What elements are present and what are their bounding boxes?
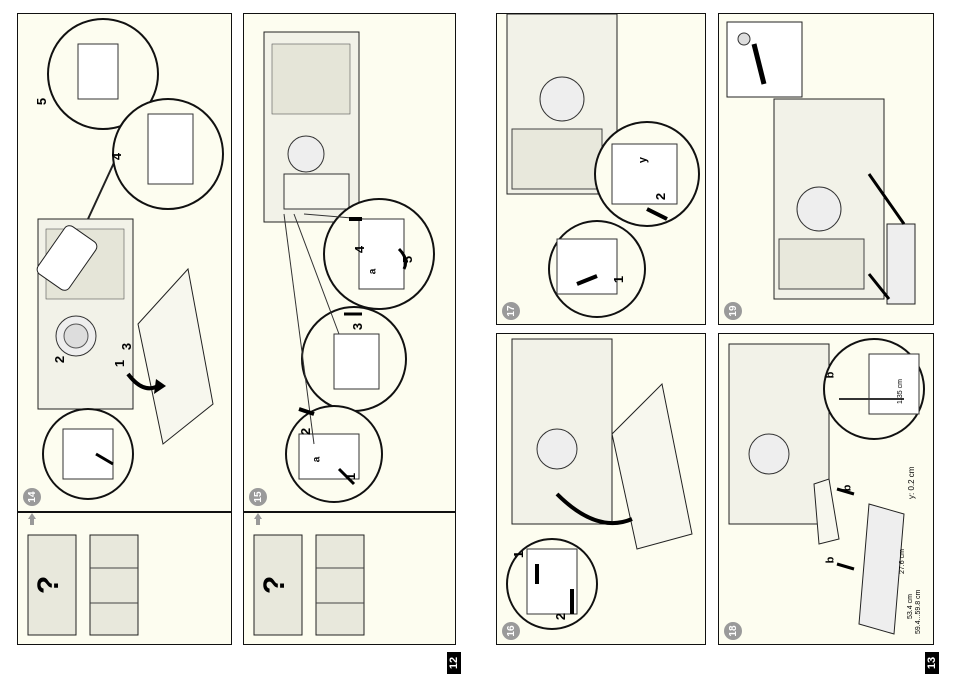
step-15-label-3: 3: [350, 322, 366, 331]
step-18-number: 18: [724, 622, 742, 640]
dimension-59-4-59-8cm: 59.4...59.8 cm: [915, 589, 922, 634]
dimension-27-6cm: 27.6 cm: [899, 549, 906, 574]
step-17-label-2: 2: [653, 192, 669, 201]
step-16-number: 16: [502, 622, 520, 640]
step-17-label-y: y: [637, 156, 650, 164]
dimension-53-4cm: 53.4 cm: [907, 594, 914, 619]
step-19-number: 19: [724, 302, 742, 320]
step-17-number: 17: [502, 302, 520, 320]
step-15-label-a-bottom: a: [311, 456, 323, 463]
side-note-panel-12b: ?: [243, 512, 456, 645]
page-number-12: 12: [447, 652, 461, 674]
step-16-illustration: [506, 338, 693, 630]
step-14-label-1: 1: [112, 359, 128, 368]
step-18-label-b-top: b: [824, 371, 837, 379]
step-17-label-1: 1: [611, 275, 627, 284]
step-15-label-2: 2: [298, 427, 314, 436]
step-19-illustration: [726, 21, 916, 305]
step-18-illustration: [728, 338, 925, 635]
step-16-label-2: 2: [553, 612, 569, 621]
step-15-illustration: [263, 31, 435, 503]
dimension-y-0-2cm: y: 0.2 cm: [907, 466, 916, 499]
step-14-number: 14: [23, 488, 41, 506]
step-17-panel: y 2 1 17: [496, 13, 706, 325]
step-18-label-b-bottom: b: [824, 556, 837, 564]
step-14-label-5: 5: [34, 97, 50, 106]
page-number-13: 13: [925, 652, 939, 674]
side-note-panel-12: ?: [17, 512, 232, 645]
step-18-panel: b b b 1.35 cm y: 0.2 cm 27.6 cm 53.4 cm …: [718, 333, 934, 645]
step-14-label-2: 2: [52, 355, 68, 364]
step-14-illustration: [36, 18, 224, 500]
step-15-label-1: 1: [343, 472, 359, 481]
step-16-panel: 1 2 16: [496, 333, 706, 645]
step-18-label-b-middle: b: [841, 484, 854, 492]
step-15-panel: 4 5 3 2 1 a a 15: [243, 13, 456, 512]
side-note-illustration-12: [27, 513, 139, 636]
step-14-label-3: 3: [119, 342, 135, 351]
step-17-illustration: [506, 14, 700, 318]
step-14-panel: 5 4 3 2 1 14: [17, 13, 232, 512]
dimension-1-35cm: 1.35 cm: [897, 379, 904, 404]
step-15-number: 15: [249, 488, 267, 506]
step-15-label-5: 5: [400, 255, 416, 264]
step-15-label-4: 4: [352, 245, 368, 254]
question-mark-12b: ?: [258, 575, 292, 595]
step-15-label-a-top: a: [367, 268, 379, 275]
question-mark-12: ?: [32, 575, 66, 595]
side-note-illustration-12b: [253, 513, 365, 636]
step-14-label-4: 4: [109, 152, 125, 161]
step-19-panel: 19: [718, 13, 934, 325]
step-16-label-1: 1: [511, 550, 527, 559]
